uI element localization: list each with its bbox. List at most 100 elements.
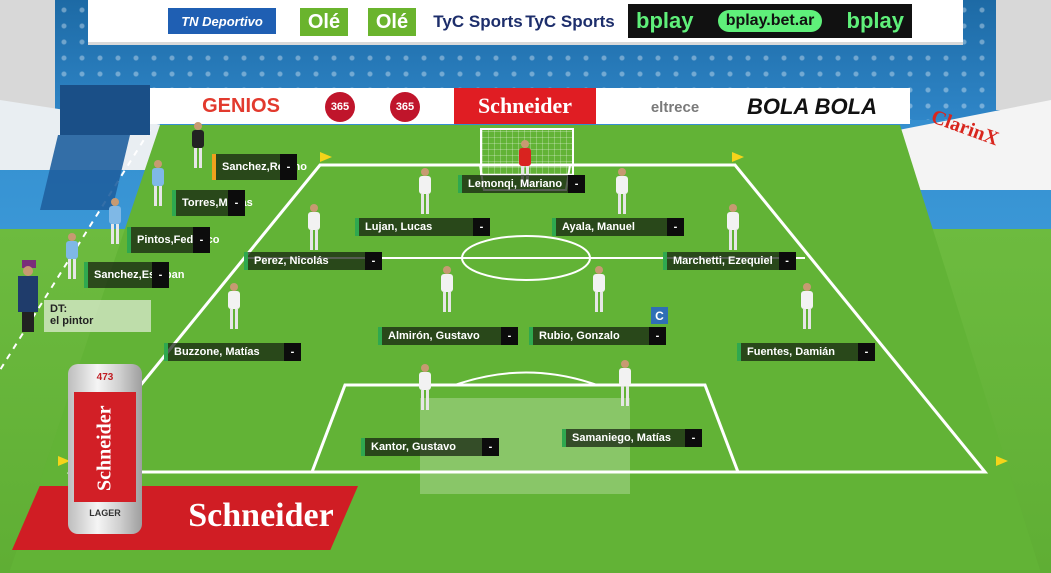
bench-roof bbox=[60, 85, 150, 135]
bplay-logo: bplay bplay.bet.ar bplay bbox=[628, 4, 912, 38]
stadium-pillar-right bbox=[996, 0, 1051, 110]
player-tag[interactable]: Rubio, Gonzalo- bbox=[529, 327, 666, 345]
player-name: Kantor, Gustavo bbox=[365, 438, 482, 456]
player-tag[interactable]: Samaniego, Matías- bbox=[562, 429, 702, 447]
player-tag[interactable]: Ayala, Manuel- bbox=[552, 218, 684, 236]
bplay-logo-left: bplay bbox=[636, 8, 694, 33]
coach-label: DT: bbox=[50, 303, 68, 315]
player-tag[interactable]: Perez, Nicolás- bbox=[244, 252, 382, 270]
player-rating: - bbox=[649, 327, 666, 345]
bench-player-name: Torres,Matías bbox=[176, 190, 253, 216]
player-figure[interactable] bbox=[618, 360, 632, 406]
bench-player-rating: - bbox=[280, 154, 297, 180]
player-name: Rubio, Gonzalo bbox=[533, 327, 649, 345]
bench-player-rating: - bbox=[193, 227, 210, 253]
corner-flag bbox=[996, 456, 1008, 466]
player-tag[interactable]: Almirón, Gustavo- bbox=[378, 327, 518, 345]
player-rating: - bbox=[685, 429, 702, 447]
bench-player-figure[interactable] bbox=[65, 233, 79, 279]
player-figure[interactable] bbox=[227, 283, 241, 329]
center-circle bbox=[461, 235, 591, 281]
tn-deportivo-logo: TN Deportivo bbox=[168, 8, 276, 34]
can-brand: Schneider bbox=[93, 405, 116, 491]
player-name: Buzzone, Matías bbox=[168, 343, 284, 361]
player-name: Marchetti, Ezequiel bbox=[667, 252, 779, 270]
player-name: Lemonqi, Mariano bbox=[462, 175, 569, 193]
coach-figure bbox=[16, 260, 40, 332]
bench-player-tag[interactable]: Torres,Matías- bbox=[172, 190, 253, 216]
schneider-board-logo: Schneider bbox=[454, 88, 596, 124]
player-figure[interactable] bbox=[726, 204, 740, 250]
player-figure[interactable] bbox=[440, 266, 454, 312]
tyc-sports-logo: TyC Sports bbox=[433, 12, 523, 31]
captain-badge: C bbox=[651, 307, 668, 324]
can-stripe bbox=[74, 392, 136, 502]
pitch-outline bbox=[66, 163, 989, 474]
bench-player-figure[interactable] bbox=[191, 122, 205, 168]
bolabola-logo: BOLA BOLA bbox=[747, 94, 877, 119]
player-rating: - bbox=[568, 175, 586, 193]
player-name: Fuentes, Damián bbox=[741, 343, 858, 361]
can-type: LAGER bbox=[89, 508, 121, 518]
bench-player-rating: - bbox=[152, 262, 169, 288]
bet365-logo: 365 bbox=[390, 92, 420, 122]
player-tag[interactable]: Marchetti, Ezequiel- bbox=[663, 252, 796, 270]
team-bench bbox=[40, 135, 130, 210]
bench-player-rating: - bbox=[228, 190, 245, 216]
bench-player-name: Sanchez,Regino bbox=[216, 154, 307, 180]
player-tag[interactable]: Lemonqi, Mariano- bbox=[458, 175, 586, 193]
bench-player-tag[interactable]: Sanchez,Esteban- bbox=[84, 262, 184, 288]
player-tag[interactable]: Lujan, Lucas- bbox=[355, 218, 490, 236]
corner-flag bbox=[58, 456, 70, 466]
player-name: Ayala, Manuel bbox=[556, 218, 667, 236]
pitch-grass bbox=[10, 125, 1040, 570]
bench-player-name: Sanchez,Esteban bbox=[88, 262, 184, 288]
player-name: Almirón, Gustavo bbox=[382, 327, 501, 345]
player-figure[interactable] bbox=[307, 204, 321, 250]
player-rating: - bbox=[778, 252, 796, 270]
player-figure[interactable] bbox=[592, 266, 606, 312]
corner-flag bbox=[732, 152, 744, 162]
player-figure[interactable] bbox=[800, 283, 814, 329]
player-tag[interactable]: Kantor, Gustavo- bbox=[361, 438, 499, 456]
player-tag[interactable]: Buzzone, Matías- bbox=[164, 343, 301, 361]
bench-player-figure[interactable] bbox=[151, 160, 165, 206]
player-tag[interactable]: Fuentes, Damián- bbox=[737, 343, 875, 361]
player-figure[interactable] bbox=[418, 364, 432, 410]
player-rating: - bbox=[284, 343, 301, 361]
genios-logo: GENIOS bbox=[202, 94, 280, 117]
corner-flag bbox=[320, 152, 332, 162]
player-rating: - bbox=[482, 438, 499, 456]
player-figure[interactable] bbox=[615, 168, 629, 214]
stadium-pillar-left bbox=[0, 0, 55, 110]
player-name: Samaniego, Matías bbox=[566, 429, 685, 447]
player-name: Lujan, Lucas bbox=[359, 218, 473, 236]
coach-name: el pintor bbox=[50, 315, 94, 327]
player-figure[interactable] bbox=[418, 168, 432, 214]
bench-player-name: Pintos,Federico bbox=[131, 227, 220, 253]
player-name: Perez, Nicolás bbox=[248, 252, 365, 270]
schneider-can: 473 Schneider LAGER bbox=[68, 364, 142, 534]
bet365-logo: 365 bbox=[325, 92, 355, 122]
player-rating: - bbox=[858, 343, 875, 361]
can-volume: 473 bbox=[96, 372, 114, 383]
ole-logo: Olé bbox=[368, 8, 416, 36]
ole-logo: Olé bbox=[300, 8, 348, 36]
bottom-box bbox=[309, 383, 741, 474]
coach-box[interactable]: DT: el pintor bbox=[44, 300, 151, 332]
penalty-arc bbox=[454, 371, 598, 386]
schneider-promo-text: Schneider bbox=[188, 497, 334, 534]
player-rating: - bbox=[667, 218, 684, 236]
eltrece-logo: eltrece bbox=[650, 98, 700, 116]
bplay-logo-right: bplay bbox=[846, 8, 904, 33]
player-rating: - bbox=[473, 218, 490, 236]
player-rating: - bbox=[501, 327, 518, 345]
bench-player-tag[interactable]: Sanchez,Regino- bbox=[212, 154, 307, 180]
bench-player-figure[interactable] bbox=[108, 198, 122, 244]
tyc-sports-logo: TyC Sports bbox=[525, 12, 615, 31]
bplay-url-pill: bplay.bet.ar bbox=[717, 10, 823, 32]
player-rating: - bbox=[365, 252, 382, 270]
bench-player-tag[interactable]: Pintos,Federico- bbox=[127, 227, 220, 253]
